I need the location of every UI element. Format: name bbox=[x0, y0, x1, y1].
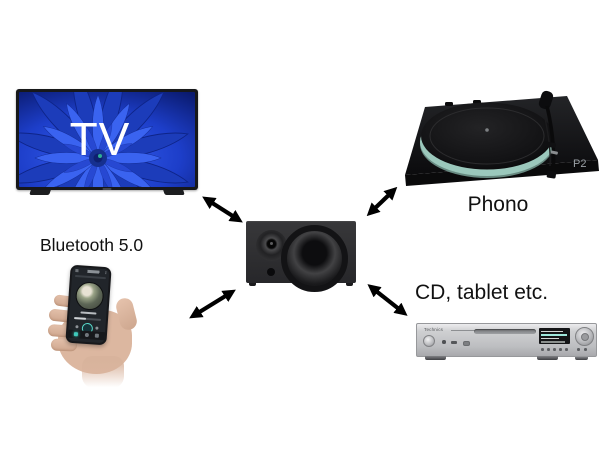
tv-foot-right bbox=[163, 190, 185, 195]
phono-label: Phono bbox=[467, 193, 529, 216]
usb-port bbox=[451, 340, 457, 344]
speaker-device bbox=[246, 221, 356, 292]
speaker-foot-left bbox=[249, 283, 256, 286]
arrow-phono-speaker bbox=[366, 186, 398, 217]
arrow-cd-speaker bbox=[367, 284, 408, 316]
arrow-bluetooth-speaker bbox=[189, 289, 236, 319]
cd-tray-slot bbox=[474, 329, 536, 334]
home-icon bbox=[73, 332, 79, 337]
phone-nav-bar bbox=[67, 329, 106, 341]
progress-bar bbox=[73, 317, 102, 321]
cd-label: CD, tablet etc. bbox=[415, 281, 549, 304]
bluetooth-label: Bluetooth 5.0 bbox=[40, 235, 144, 255]
cd-player-device: Technics bbox=[416, 323, 597, 360]
tv-foot-left bbox=[29, 190, 51, 195]
cd-foot-far-right bbox=[575, 357, 588, 360]
tv-flower-image bbox=[19, 92, 195, 187]
cd-display bbox=[539, 328, 570, 344]
cd-volume-knob bbox=[423, 335, 435, 347]
previous-track-icon bbox=[75, 325, 79, 329]
browse-icon bbox=[84, 332, 89, 338]
cd-foot-right bbox=[537, 356, 558, 360]
headphone-jack bbox=[442, 340, 446, 344]
tv-bezel: TV bbox=[16, 89, 198, 190]
speaker-port bbox=[267, 268, 275, 276]
tv-screen: TV bbox=[19, 92, 195, 187]
tv-brand-logo bbox=[102, 188, 112, 190]
phone-toolbar bbox=[74, 274, 106, 280]
cd-model-line bbox=[451, 329, 481, 331]
tv-device: TV bbox=[16, 89, 198, 195]
tv-screen-label: TV bbox=[69, 112, 131, 165]
smartphone bbox=[65, 264, 112, 346]
next-track-icon bbox=[95, 326, 99, 330]
turntable-device: P2 bbox=[405, 90, 599, 186]
tonearm bbox=[538, 90, 558, 179]
cd-front-button bbox=[463, 340, 470, 346]
phone-in-hand bbox=[40, 258, 152, 390]
speaker-foot-right bbox=[346, 283, 353, 286]
cd-jog-dial bbox=[575, 327, 594, 346]
turntable-model-badge: P2 bbox=[573, 158, 586, 170]
album-art bbox=[74, 281, 105, 311]
phone-statusbar bbox=[75, 269, 107, 275]
cd-brand-text: Technics bbox=[424, 327, 444, 332]
hand-wrist bbox=[82, 356, 124, 390]
track-title-line bbox=[79, 311, 96, 315]
arrow-tv-speaker bbox=[202, 196, 243, 223]
platter-spindle bbox=[485, 128, 489, 132]
smartphone-screen bbox=[67, 266, 110, 344]
cd-foot-left bbox=[425, 356, 446, 360]
speaker-woofer bbox=[281, 225, 348, 292]
platter bbox=[421, 102, 553, 170]
settings-icon bbox=[94, 333, 100, 338]
